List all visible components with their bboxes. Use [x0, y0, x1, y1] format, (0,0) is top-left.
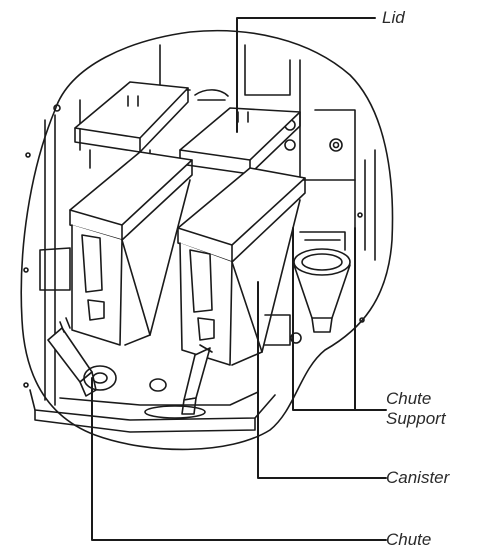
label-canister: Canister — [386, 468, 450, 487]
lid-right — [179, 107, 301, 175]
label-chute: Chute — [386, 530, 432, 549]
cutaway-outline — [20, 29, 394, 451]
lid-leader — [236, 17, 376, 133]
label-chute-support-line1: Chute — [386, 389, 432, 408]
label-chute-support: Chute Support — [386, 389, 446, 429]
leader-lines — [91, 17, 387, 541]
canister-left — [39, 151, 193, 346]
chute-support — [290, 231, 351, 344]
canister-right — [177, 167, 306, 366]
chute-right — [149, 344, 213, 415]
chute-leader — [91, 377, 387, 541]
canister-leader — [257, 281, 387, 479]
machine-frame — [23, 44, 376, 406]
label-lid: Lid — [382, 8, 405, 27]
drip-tray — [29, 389, 276, 433]
label-chute-support-line2: Support — [386, 409, 446, 428]
